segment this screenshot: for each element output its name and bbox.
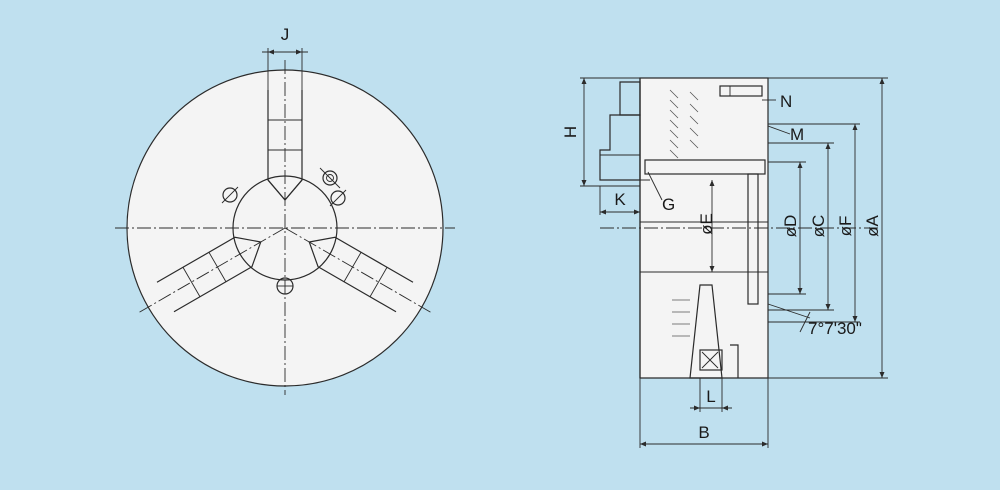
top-screw <box>719 85 763 97</box>
label-f: øF <box>836 216 855 237</box>
dimension-a: øA <box>768 77 888 379</box>
label-d: øD <box>781 215 800 238</box>
mounting-hole-right <box>329 189 347 207</box>
dimension-d: øD <box>768 161 806 295</box>
dimension-b: B <box>639 378 769 448</box>
dimension-j: J <box>262 25 308 95</box>
label-h: H <box>561 126 580 138</box>
label-m: M <box>790 125 804 144</box>
serrations-top <box>669 89 699 159</box>
dimension-h: H <box>561 77 640 187</box>
label-j: J <box>281 25 290 44</box>
front-view: J <box>115 25 455 395</box>
dimension-g: G <box>647 171 675 214</box>
side-view: H N M K G øE <box>561 77 888 448</box>
label-e: øE <box>697 213 716 235</box>
label-b: B <box>698 423 709 442</box>
spindle-tube <box>644 159 766 175</box>
dimension-angle: 7°7'30" <box>767 303 862 338</box>
label-g: G <box>662 195 675 214</box>
label-angle: 7°7'30" <box>808 319 862 338</box>
mounting-hole-left <box>221 186 239 204</box>
bottom-jaw <box>672 284 739 379</box>
dimension-m: M <box>767 125 804 144</box>
label-c: øC <box>809 215 828 238</box>
label-a: øA <box>863 214 882 236</box>
dimension-c: øC <box>768 142 834 311</box>
label-k: K <box>614 190 626 209</box>
dimension-e: øE <box>697 180 716 272</box>
top-jaw <box>599 81 650 181</box>
label-l: L <box>706 387 715 406</box>
mounting-hole-upper-right <box>319 167 341 189</box>
dimension-f: øF <box>768 123 860 323</box>
dimension-k: K <box>599 186 641 215</box>
dimension-l: L <box>690 378 732 412</box>
dimension-n: N <box>762 86 792 114</box>
label-n: N <box>780 92 792 111</box>
